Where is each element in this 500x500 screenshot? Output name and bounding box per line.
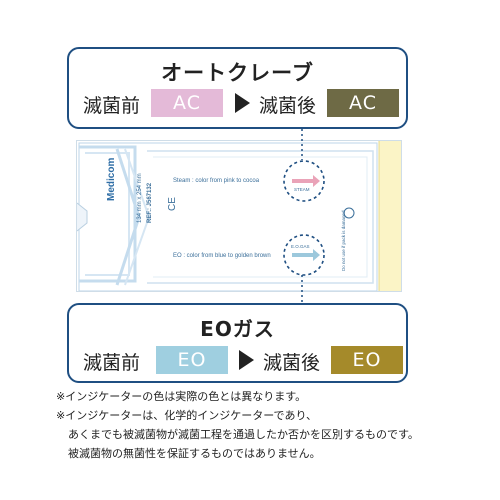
- pouch-graphic: [77, 141, 401, 291]
- after-label: 滅菌後: [259, 95, 317, 117]
- pouch-ref: REF.: J567132: [147, 182, 153, 223]
- eo-after-chip: EO: [331, 346, 403, 374]
- note-line: 被滅菌物の無菌性を保証するものではありません。: [68, 447, 321, 460]
- arrow-right-icon: [235, 93, 250, 113]
- steam-indicator-text: Steam : color from pink to cocoa: [173, 178, 260, 184]
- arrow-right-icon: [239, 350, 254, 370]
- note-line: あくまでも被滅菌物が滅菌工程を通過したか否かを区別するものです。: [68, 428, 419, 441]
- eo-badge: E.O.GAS: [291, 244, 310, 249]
- sterilization-pouch: Medicom 134 mm x 254 mm REF.: J567132 CE…: [76, 140, 402, 292]
- eo-row: 滅菌前 EO 滅菌後 EO: [69, 346, 406, 374]
- before-label: 滅菌前: [83, 95, 141, 117]
- note-line: ※インジケーターの色は実際の色とは異なります。: [56, 390, 307, 403]
- eo-before-chip: EO: [156, 346, 228, 374]
- warning-text: Do not use if pack is damaged: [341, 210, 346, 271]
- ac-before-chip: AC: [151, 89, 223, 117]
- note-line: ※インジケーターは、化学的インジケーターであり、: [56, 409, 318, 422]
- autoclave-title: オートクレーブ: [161, 61, 314, 85]
- eo-indicator-text: EO : color from blue to golden brown: [173, 253, 271, 259]
- autoclave-row: 滅菌前 AC 滅菌後 AC: [69, 89, 406, 117]
- ce-mark: CE: [167, 197, 178, 211]
- pouch-brand: Medicom: [106, 157, 117, 201]
- pouch-size: 134 mm x 254 mm: [137, 173, 143, 223]
- eo-card: EOガス 滅菌前 EO 滅菌後 EO: [67, 303, 408, 383]
- steam-badge: STEAM: [294, 187, 310, 192]
- before-label: 滅菌前: [83, 352, 141, 374]
- ac-after-chip: AC: [327, 89, 399, 117]
- after-label: 滅菌後: [263, 352, 321, 374]
- disclaimer-notes: ※インジケーターの色は実際の色とは異なります。 ※インジケーターは、化学的インジ…: [56, 387, 496, 463]
- eo-title: EOガス: [200, 317, 275, 341]
- autoclave-card: オートクレーブ 滅菌前 AC 滅菌後 AC: [67, 47, 408, 129]
